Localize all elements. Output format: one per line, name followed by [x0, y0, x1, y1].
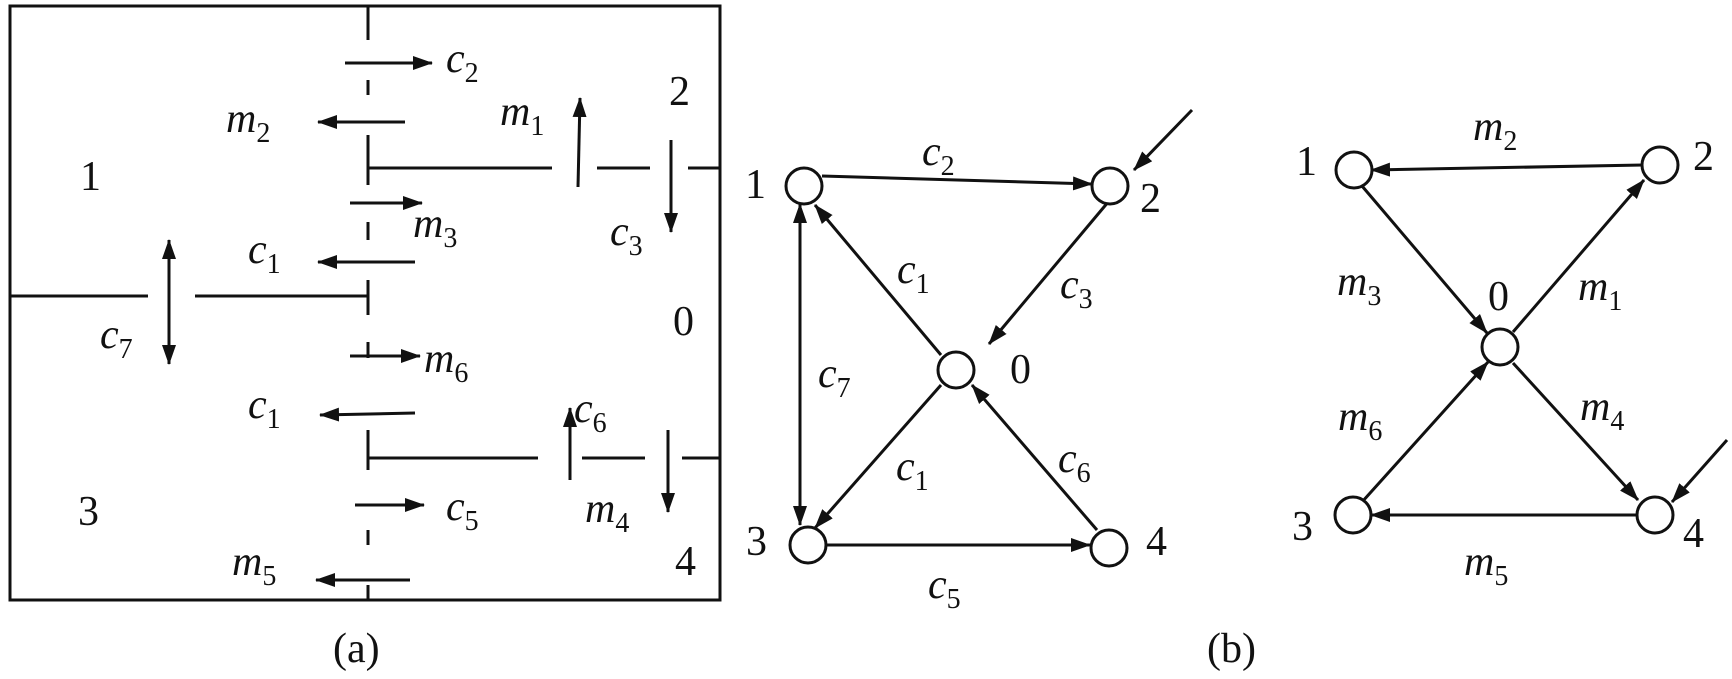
label-m1: m1	[500, 89, 544, 142]
label-m5: m5	[232, 539, 276, 592]
node-4	[1089, 528, 1129, 568]
label-c2: c2	[446, 36, 479, 89]
node-1	[1334, 150, 1374, 190]
node-0	[1480, 327, 1520, 367]
node-label-4: 4	[1683, 511, 1704, 557]
node-label-3: 3	[746, 519, 767, 565]
label-c3: c3	[610, 209, 643, 262]
input-arrow-2	[1132, 108, 1194, 172]
label-c6: c6	[574, 386, 607, 439]
edge-m3	[1360, 185, 1489, 334]
node-4	[1635, 495, 1675, 535]
node-1	[784, 166, 824, 206]
edge-label-c1-lower: c1	[896, 444, 929, 497]
edge-c6	[970, 384, 1099, 531]
node-3	[1333, 495, 1373, 535]
input-arrow-4	[1670, 439, 1729, 503]
room-4: 4	[675, 539, 696, 585]
panel-a-floor-plan: 1 2 0 3 4 c2 m2 m1 c3 m3 c1 c7 m6 c1 c6 …	[8, 4, 722, 672]
label-m6: m6	[424, 336, 468, 389]
label-m4: m4	[585, 486, 629, 539]
edge-label-m1: m1	[1578, 264, 1622, 317]
node-label-1: 1	[745, 162, 766, 208]
label-c1-lower: c1	[248, 382, 281, 435]
label-m2: m2	[226, 96, 270, 149]
edge-label-c1-upper: c1	[897, 247, 930, 300]
room-3: 3	[78, 489, 99, 535]
edge-label-c7: c7	[818, 351, 851, 404]
node-label-0: 0	[1488, 274, 1509, 320]
label-c7: c7	[100, 312, 133, 365]
node-2	[1640, 145, 1680, 185]
graph-m: 1 2 0 3 4 m2 m3 m1 m6 m4 m5	[1292, 104, 1729, 592]
node-label-0: 0	[1010, 347, 1031, 393]
graph-c: 1 2 0 3 4 c2 c1 c3 c7 c1 c6 c5	[745, 108, 1194, 615]
label-m3: m3	[413, 201, 457, 254]
arrow-c1-lower	[319, 407, 416, 422]
node-label-2: 2	[1693, 134, 1714, 180]
node-2	[1090, 166, 1130, 206]
node-label-1: 1	[1296, 139, 1317, 185]
room-1: 1	[80, 154, 101, 200]
edge-m4	[1511, 361, 1640, 502]
edge-c1-upper	[813, 204, 943, 356]
edge-label-c2: c2	[922, 129, 955, 182]
edge-label-m2: m2	[1473, 104, 1517, 157]
edge-c1-lower	[813, 384, 943, 529]
node-label-2: 2	[1140, 176, 1161, 222]
panel-b-graphs: 1 2 0 3 4 c2 c1 c3 c7 c1 c6 c5	[745, 104, 1729, 672]
label-c1-upper: c1	[248, 227, 281, 280]
caption-a: (a)	[333, 626, 380, 672]
node-0	[936, 350, 976, 390]
edge-label-c5: c5	[928, 562, 961, 615]
label-c5: c5	[446, 484, 479, 537]
caption-b: (b)	[1207, 626, 1256, 672]
edge-label-m5: m5	[1464, 539, 1508, 592]
flow-arrows	[162, 56, 678, 587]
arrow-m1	[572, 97, 587, 188]
edge-c3	[987, 200, 1111, 345]
edge-label-c3: c3	[1060, 262, 1093, 315]
edge-c2	[821, 174, 1093, 191]
node-label-3: 3	[1292, 504, 1313, 550]
node-label-4: 4	[1146, 519, 1167, 565]
edge-label-m6: m6	[1338, 394, 1382, 447]
edge-m1	[1511, 179, 1646, 333]
edge-label-c6: c6	[1058, 436, 1091, 489]
edge-m6	[1360, 360, 1490, 504]
node-3	[788, 525, 828, 565]
room-2: 2	[669, 69, 690, 115]
edge-m2	[1370, 162, 1644, 177]
edge-label-m3: m3	[1337, 259, 1381, 312]
edge-label-m4: m4	[1580, 384, 1624, 437]
room-0: 0	[673, 299, 694, 345]
outer-wall	[8, 4, 722, 602]
